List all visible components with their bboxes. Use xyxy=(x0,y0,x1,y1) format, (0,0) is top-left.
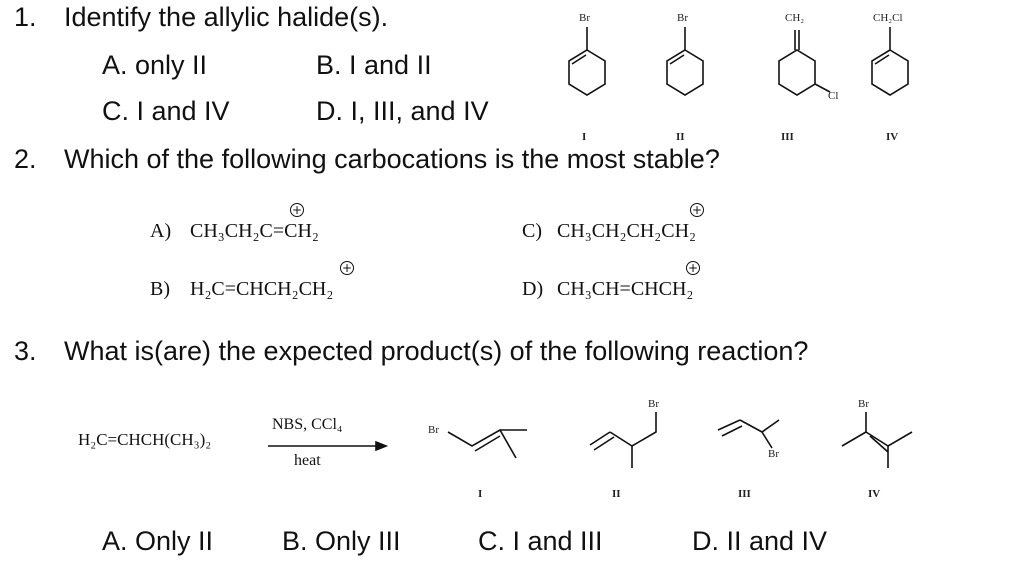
q1-structure-iii-label: III xyxy=(781,131,794,143)
q3-option-c[interactable]: C. I and III xyxy=(478,526,603,556)
q3-option-a[interactable]: A. Only II xyxy=(102,526,214,556)
q1-structure-iv-ring xyxy=(871,27,909,96)
q1-structure-ii-ring xyxy=(666,27,704,96)
q3-product-iii-skeleton xyxy=(717,419,780,449)
q2-option-d-letter[interactable]: D) xyxy=(522,278,544,300)
question-1-text: Identify the allylic halide(s). xyxy=(64,2,389,32)
q1-structure-i-substituent: Br xyxy=(579,12,590,24)
q3-product-iii-label: III xyxy=(738,488,751,500)
q3-product-i-substituent: Br xyxy=(428,424,439,436)
q3-product-iv-skeleton xyxy=(841,412,913,468)
q2-option-c-formula[interactable]: CH₃CH₂CH₂CH₂ xyxy=(557,220,697,242)
q3-reagent: NBS, CCl₄ xyxy=(272,416,343,433)
q3-condition: heat xyxy=(294,452,321,469)
q3-product-iv-substituent: Br xyxy=(858,398,869,410)
q1-structure-i-ring xyxy=(568,27,606,96)
q2-option-d-formula[interactable]: CH₃CH=CHCH₂ xyxy=(557,278,694,300)
question-3-text: What is(are) the expected product(s) of … xyxy=(64,336,809,366)
q1-structure-iii-substituent: CH₂ xyxy=(785,12,805,24)
q3-reactant: H₂C=CHCH(CH₃)₂ xyxy=(78,430,212,449)
q1-structure-i-label: I xyxy=(582,131,587,143)
question-1-number: 1. xyxy=(14,2,37,32)
q3-product-i-label: I xyxy=(478,488,483,500)
q1-option-c[interactable]: C. I and IV xyxy=(102,96,230,126)
q3-option-b[interactable]: B. Only III xyxy=(282,526,401,556)
carbocation-charge-icon: + xyxy=(290,203,304,217)
q1-option-a[interactable]: A. only II xyxy=(102,50,208,80)
q1-structure-iii-side-substituent: Cl xyxy=(828,90,839,102)
q1-option-b[interactable]: B. I and II xyxy=(316,50,432,80)
q2-option-b-letter[interactable]: B) xyxy=(150,278,170,300)
q2-option-a-letter[interactable]: A) xyxy=(150,220,172,242)
q3-option-d[interactable]: D. II and IV xyxy=(692,526,828,556)
q3-product-ii-label: II xyxy=(612,488,621,500)
carbocation-charge-icon: + xyxy=(340,261,354,275)
q2-option-c-letter[interactable]: C) xyxy=(522,220,542,242)
carbocation-charge-icon: + xyxy=(690,203,704,217)
question-2-number: 2. xyxy=(14,144,37,174)
question-2-text: Which of the following carbocations is t… xyxy=(64,144,720,174)
q2-option-a-formula[interactable]: CH₃CH₂C=CH₂ xyxy=(190,220,319,242)
q3-product-iii-substituent: Br xyxy=(768,448,779,460)
q1-structure-iv-substituent: CH₂Cl xyxy=(873,12,903,24)
q1-structure-iv-label: IV xyxy=(886,131,899,143)
q3-product-iv-label: IV xyxy=(868,488,881,500)
q1-structure-ii-substituent: Br xyxy=(677,12,688,24)
q2-option-b-formula[interactable]: H₂C=CHCH₂CH₂ xyxy=(190,278,334,300)
carbocation-charge-icon: + xyxy=(686,261,700,275)
q3-product-ii-substituent: Br xyxy=(648,398,659,410)
question-3-number: 3. xyxy=(14,336,37,366)
q1-structure-ii-label: II xyxy=(676,131,685,143)
q1-structure-iii-ring xyxy=(778,30,831,96)
q1-option-d[interactable]: D. I, III, and IV xyxy=(316,96,489,126)
q3-product-ii-skeleton xyxy=(589,412,657,468)
q3-product-i-skeleton xyxy=(447,428,527,459)
